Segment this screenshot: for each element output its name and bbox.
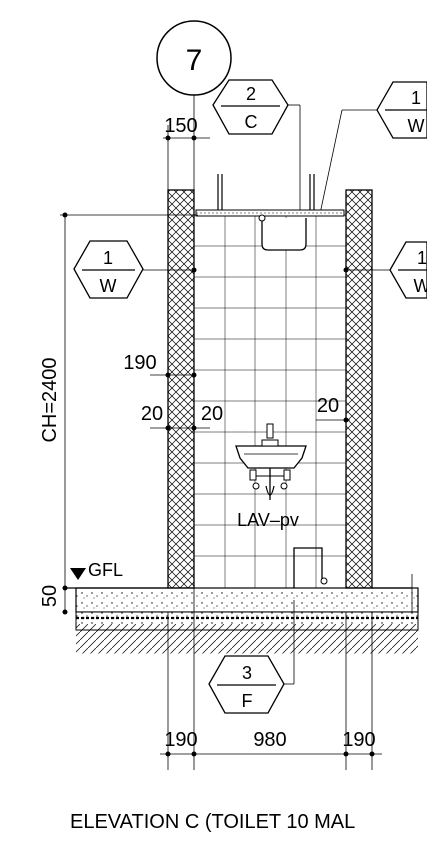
tag-2c-ref: C [245, 112, 258, 132]
label-gfl: GFL [88, 560, 123, 580]
right-wall [345, 189, 373, 589]
tag-3f: 3 F [208, 655, 285, 714]
grid-bubble: 7 [156, 20, 232, 96]
tag-2c: 2 C [212, 79, 289, 135]
dim-left-20b: 20 [201, 403, 223, 425]
floor-slab [75, 574, 419, 655]
dim-bottom-left-190: 190 [164, 729, 197, 751]
tag-1w-right-ref: W [414, 276, 427, 296]
tag-1w-left: 1 W [73, 240, 144, 299]
tag-1w-top-num: 1 [411, 88, 421, 108]
left-wall-dims: 190 20 20 [123, 352, 223, 431]
tag-1w-right-num: 1 [417, 248, 427, 268]
dim-bottom-right-190: 190 [342, 729, 375, 751]
floor-pipe [293, 547, 328, 588]
dim-left-20a: 20 [141, 403, 163, 425]
lavatory [235, 423, 307, 500]
dim-level-50: 50 [39, 585, 61, 607]
top-dimension: 150 [163, 115, 210, 190]
ceiling-height-dim: CH=2400 50 [39, 212, 198, 615]
ceiling-pipes [217, 174, 315, 212]
dim-ch-2400: CH=2400 [39, 357, 61, 442]
tag-1w-top: 1 W [376, 81, 427, 139]
tag-1w-left-ref: W [100, 276, 117, 296]
tag-1w-top-ref: W [408, 116, 425, 136]
tag-3f-ref: F [242, 691, 253, 711]
exhaust-box [258, 214, 307, 251]
label-lav: LAV–pv [237, 510, 299, 530]
tiled-wall [193, 214, 347, 589]
bottom-dimensions: 190 980 190 [160, 612, 382, 770]
drawing-title: ELEVATION C (TOILET 10 MAL [70, 811, 355, 833]
ceiling [195, 209, 345, 217]
dim-top-150: 150 [164, 115, 197, 137]
tag-1w-right: 1 W [389, 241, 427, 299]
dim-bottom-980: 980 [253, 729, 286, 751]
dim-right-20: 20 [317, 395, 339, 417]
left-wall [167, 189, 195, 589]
gfl-marker: GFL [65, 560, 168, 589]
dim-left-190: 190 [123, 352, 156, 374]
tag-2c-num: 2 [246, 84, 256, 104]
tag-3f-num: 3 [242, 663, 252, 683]
right-wall-dim: 20 [316, 395, 350, 423]
tag-1w-left-num: 1 [103, 248, 113, 268]
grid-tag-label: 7 [186, 44, 203, 77]
